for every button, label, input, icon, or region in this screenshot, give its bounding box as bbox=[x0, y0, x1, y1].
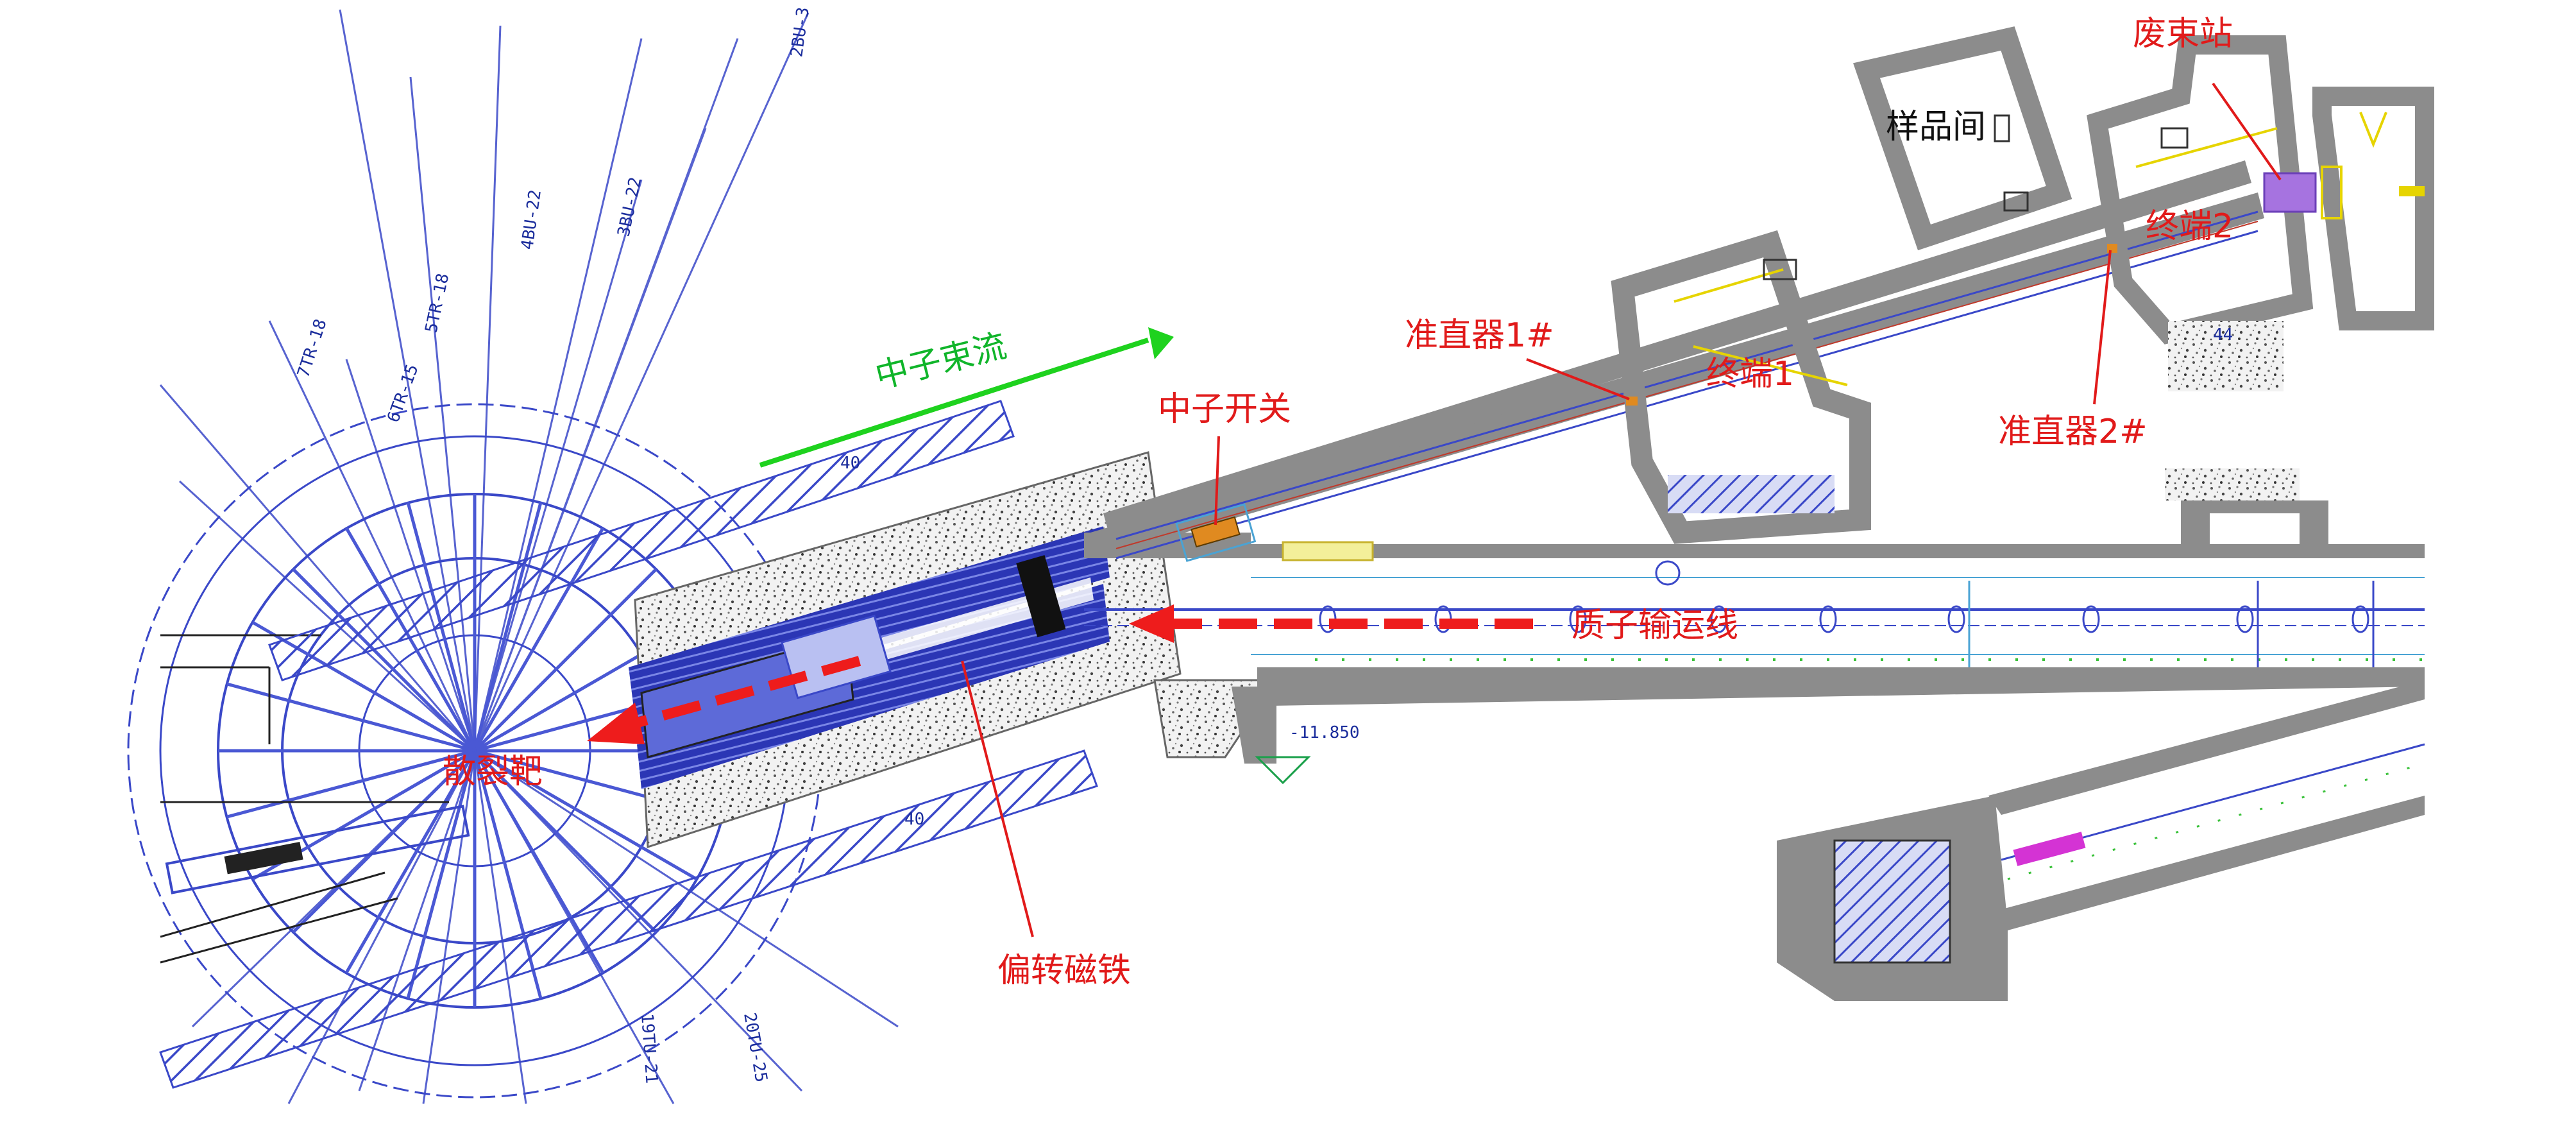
beamline-code: 3BU-22 bbox=[614, 175, 646, 238]
dimension-label: 44 bbox=[2213, 325, 2233, 345]
sample-room-label: 样品间 bbox=[1886, 108, 1986, 146]
leader-lines bbox=[961, 82, 2282, 937]
beamline-code: 4BU-22 bbox=[518, 189, 545, 251]
beamline-code: 20TU-25 bbox=[740, 1011, 771, 1084]
terminal1-label: 终端1 bbox=[1706, 355, 1794, 393]
collimator1-label: 准直器1# bbox=[1405, 316, 1554, 355]
sample-room bbox=[1853, 26, 2072, 251]
right-edge-structure bbox=[2165, 87, 2434, 500]
beamline-code: 5TR-18 bbox=[422, 271, 453, 334]
neutron-switch-marker bbox=[1175, 503, 1257, 562]
beam-dump-label: 废束站 bbox=[2133, 15, 2233, 53]
bending-magnet-label: 偏转磁铁 bbox=[997, 952, 1131, 990]
left-extraction-lines bbox=[160, 634, 449, 964]
collimator2-label: 准直器2# bbox=[1998, 413, 2148, 451]
terminal1-room bbox=[1611, 230, 1871, 544]
dimension-label: -11.850 bbox=[1289, 723, 1360, 742]
beamline-code: 19TU-21 bbox=[637, 1013, 661, 1084]
proton-beam-arrow bbox=[587, 604, 1533, 744]
dimension-label: 40 bbox=[904, 810, 924, 829]
left-beam-pipe bbox=[165, 805, 470, 894]
r-dump-room bbox=[1777, 796, 2008, 1014]
dimension-label: 40 bbox=[840, 454, 860, 473]
terminal2-label: 终端2 bbox=[2146, 207, 2233, 246]
spallation-target-label: 散裂靶 bbox=[443, 753, 543, 791]
lower-tunnel bbox=[1257, 667, 2425, 930]
beam-dump-block bbox=[2263, 166, 2343, 219]
shield-wall-lower bbox=[159, 749, 1098, 1089]
beamline-code: 7TR-18 bbox=[294, 317, 331, 380]
neutron-beamline-tunnel bbox=[1090, 160, 2264, 560]
shield-wall-upper bbox=[268, 400, 1015, 681]
collimator2-marker bbox=[2107, 244, 2117, 253]
target-core-spokes bbox=[218, 494, 731, 1007]
neutron-beam-arrow bbox=[759, 327, 1174, 468]
neutron-beam-label: 中子束流 bbox=[872, 327, 1010, 397]
dimension-labels: 40 40 -11.850 44 bbox=[840, 325, 2233, 829]
proton-line-label: 质子输运线 bbox=[1572, 606, 1738, 645]
proton-line-components bbox=[1282, 541, 2375, 667]
tunnel-entry-block bbox=[1232, 687, 1311, 785]
neutron-switch-label: 中子开关 bbox=[1158, 390, 1291, 429]
beamline-code: 2BU-3 0 bbox=[787, 0, 816, 58]
beamline-code: 6TR-15 bbox=[384, 362, 422, 425]
